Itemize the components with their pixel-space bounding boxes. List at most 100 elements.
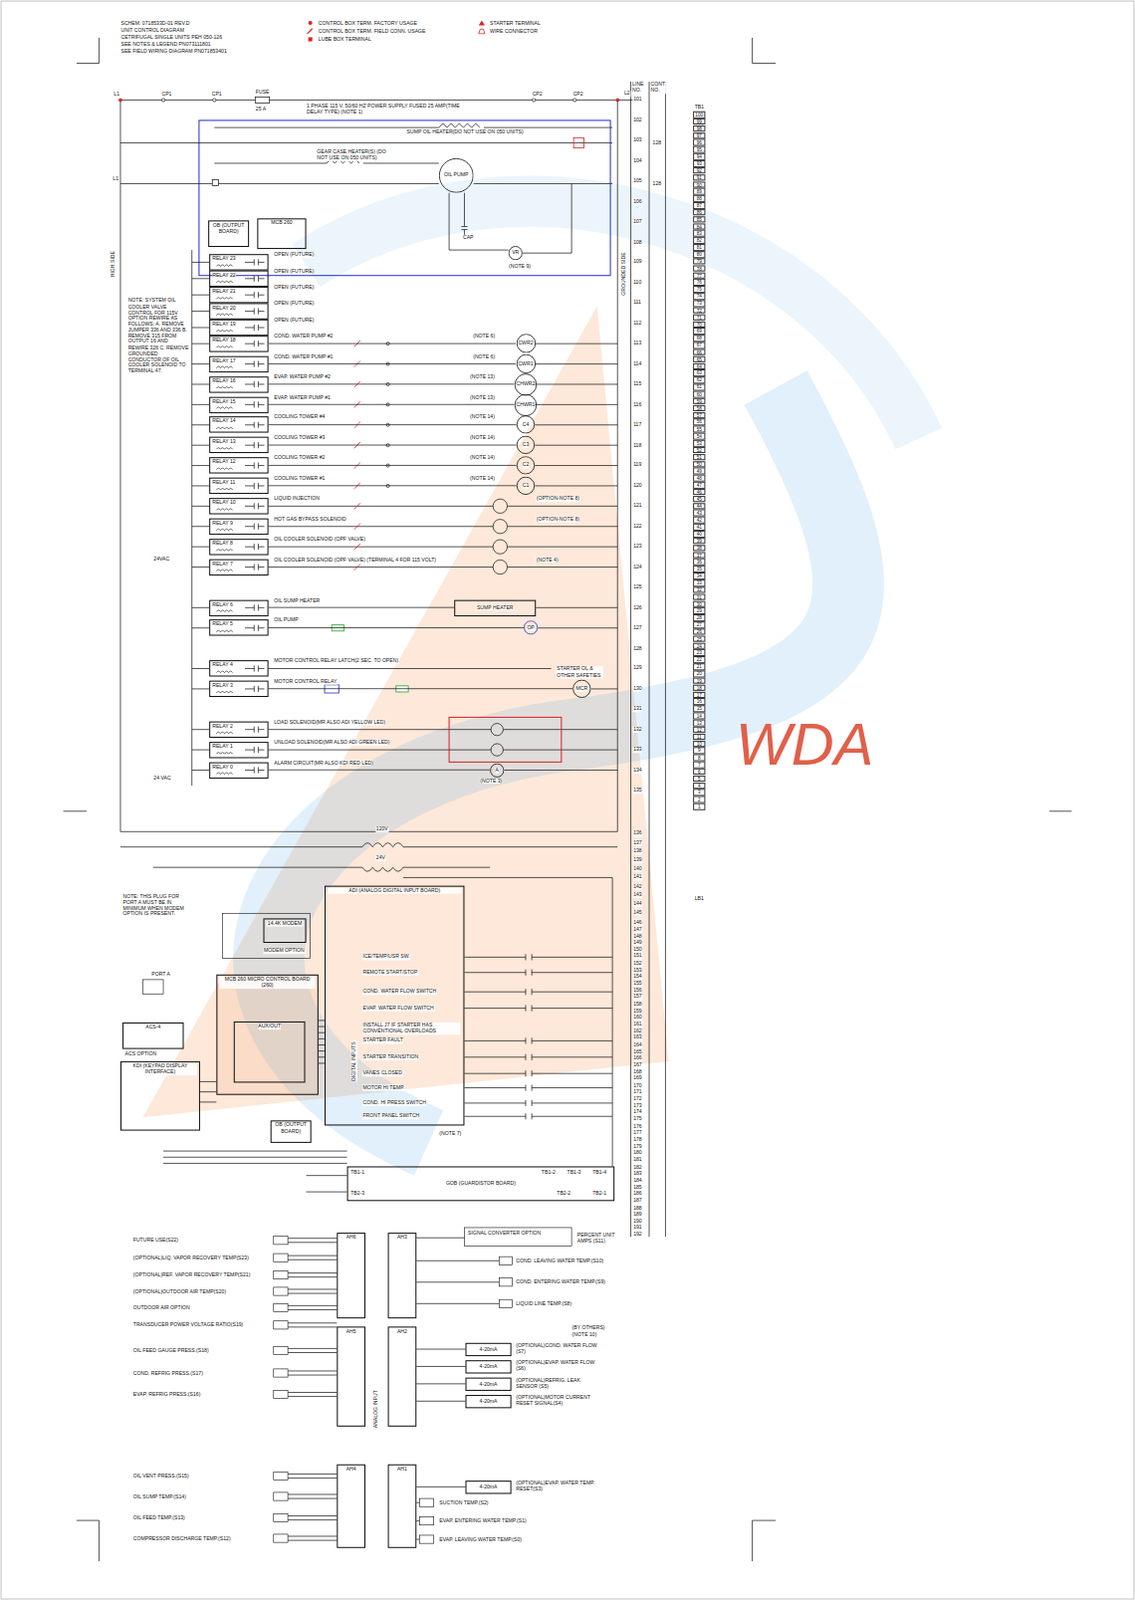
- note-text: SUMP OIL HEATER(DO NOT USE ON 050 UNITS): [406, 129, 530, 136]
- sensor-name: COND. ENTERING WATER TEMP.(S9): [515, 1279, 607, 1286]
- wire-line: [253, 625, 255, 632]
- terminal-number: 10: [692, 740, 705, 748]
- wire-line: [192, 566, 210, 568]
- line-number: 167: [633, 1062, 644, 1069]
- line-number: 163: [633, 1035, 644, 1042]
- wire-line: [120, 99, 634, 101]
- wire-line: [244, 749, 254, 751]
- sensor-name: EVAP. REFRIG PRESS.(S16): [132, 1391, 202, 1398]
- terminal-number: 24: [692, 642, 705, 650]
- line-number: 148: [633, 932, 644, 939]
- wire-line: [537, 627, 618, 629]
- wire-line: [192, 668, 210, 670]
- board-box: OB (OUTPUT BOARD): [208, 220, 249, 247]
- lube-box-outline: [199, 120, 611, 276]
- node-text: RELAY 12: [212, 458, 235, 465]
- label-text: STARTER TRANSITION: [362, 1054, 420, 1061]
- wire-line: [120, 831, 618, 833]
- terminal-block: AH1: [388, 1464, 418, 1549]
- relay-box: RELAY 2: [209, 720, 268, 737]
- wire-line: [752, 1520, 777, 1522]
- line-number: 144: [633, 901, 644, 908]
- node-text: MCB 260 MICRO CONTROL BOARD (260): [219, 976, 315, 989]
- line-number: 164: [633, 1041, 644, 1048]
- wire-line: [524, 1113, 526, 1120]
- line-number: 166: [633, 1055, 644, 1062]
- terminal-number: 49: [692, 467, 705, 475]
- terminal-number: 59: [692, 398, 705, 406]
- line-number: 180: [633, 1149, 644, 1156]
- symbol-circle: [492, 559, 507, 574]
- legend-swatch: [306, 27, 315, 35]
- wire-line: [287, 1519, 337, 1521]
- wire-line: [192, 445, 210, 447]
- transformer-coil: [362, 867, 404, 872]
- line-number: 152: [633, 960, 644, 967]
- relay-box: RELAY 21: [209, 286, 268, 303]
- symbol-circle: [492, 539, 507, 554]
- node-text: RELAY 2: [212, 723, 233, 730]
- title-text: SCHEM. 0718533D-01 REV.D: [120, 19, 191, 26]
- label-text: CP2: [572, 91, 584, 98]
- wire-line: [120, 846, 363, 848]
- relay-coil: [216, 346, 232, 349]
- relay-box: RELAY 1: [209, 741, 268, 758]
- line-number: 150: [633, 946, 644, 953]
- wire-line: [192, 687, 210, 689]
- wire-line: [192, 261, 210, 263]
- line-number: 106: [633, 199, 644, 206]
- wire-line: [524, 988, 526, 995]
- relay-box: RELAY 18: [209, 335, 268, 352]
- wire-line: [524, 969, 526, 976]
- wire-line: [192, 294, 210, 296]
- terminal-number: 64: [692, 362, 705, 370]
- wire-line: [524, 1100, 526, 1107]
- relay-function: OIL COOLER SOLENOID (OPF VALVE): [273, 536, 367, 543]
- wire-line: [98, 37, 100, 64]
- relay-coil: [216, 467, 232, 470]
- wire-line: [253, 746, 255, 753]
- terminal-number: 20: [692, 670, 705, 678]
- node-text: AH2: [397, 1328, 408, 1335]
- symbol-circle: [492, 519, 507, 534]
- wire-line: [306, 1174, 348, 1176]
- terminal-number: 74: [692, 292, 705, 300]
- wire-line: [244, 668, 254, 670]
- motor-symbol: OIL PUMP: [439, 158, 474, 194]
- relay-coil: [216, 387, 232, 390]
- relay-function: MOTOR CONTROL RELAY LATCH(2 SEC. TO OPEN…: [273, 658, 400, 665]
- wire-line: [531, 991, 613, 993]
- line-number: 159: [633, 1007, 644, 1014]
- wire-line: [463, 1040, 526, 1042]
- wire-line: [463, 1007, 526, 1009]
- label-text: TB2-1: [592, 1190, 608, 1197]
- sensor-symbol: [419, 1535, 434, 1544]
- terminal-number: 23: [692, 649, 705, 657]
- terminal-number: 88: [692, 195, 705, 203]
- node-text: RELAY 14: [212, 419, 235, 426]
- relay-box: RELAY 17: [209, 355, 268, 372]
- wire-line: [253, 308, 255, 315]
- sensor-name: OUTDOOR AIR OPTION: [132, 1305, 191, 1312]
- wire-line: [287, 1276, 337, 1278]
- line-number: 137: [633, 839, 644, 846]
- relay-coil: [216, 488, 232, 491]
- label-text: VANES CLOSED: [362, 1070, 404, 1077]
- coil-circle: OP: [523, 621, 538, 636]
- node-text: OP: [526, 625, 534, 632]
- title-text: CETRIFUGAL SINGLE UNITS PEH 050-126: [120, 34, 224, 41]
- node-text: ACS-4: [145, 1024, 161, 1031]
- legend-swatch: [477, 27, 486, 35]
- relay-function: OIL PUMP: [273, 617, 299, 624]
- wire-line: [244, 310, 254, 312]
- wire-line: [449, 193, 451, 250]
- symbol-circle: [118, 98, 122, 102]
- wire-line: [192, 749, 210, 751]
- label-text: FRONT PANEL SWITCH: [362, 1113, 421, 1120]
- label-text: CP1: [211, 91, 223, 98]
- line-number: 129: [633, 666, 644, 673]
- line-number: 128: [652, 180, 663, 187]
- line-number: 124: [633, 564, 644, 571]
- wire-line: [192, 607, 210, 609]
- relay-box: RELAY 23: [209, 253, 268, 270]
